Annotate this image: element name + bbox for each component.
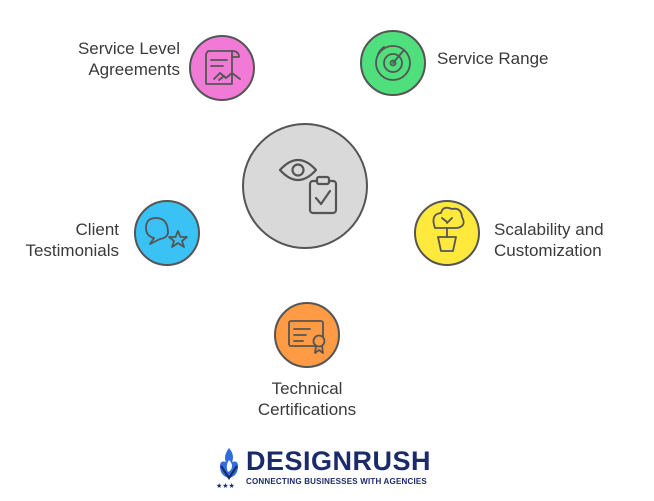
node-sla-label: Service Level Agreements	[38, 38, 180, 80]
label-line: Service Level	[77, 39, 180, 58]
node-testimonials-circle	[134, 200, 200, 266]
label-line: Testimonials	[25, 241, 119, 260]
label-line: Certifications	[257, 400, 357, 419]
label-line: Client	[75, 220, 119, 239]
brand-name: DESIGNRUSH	[246, 446, 432, 476]
certificate-icon	[288, 320, 326, 354]
label-line: Scalability and	[494, 220, 604, 239]
node-sla-circle	[189, 35, 255, 101]
label-line: Agreements	[88, 60, 180, 79]
chat-star-icon	[145, 217, 188, 248]
node-scalability-label: Scalability and Customization	[494, 219, 604, 261]
node-testimonials-label: Client Testimonials	[0, 219, 119, 261]
brand-footer: ★★★ DESIGNRUSH CONNECTING BUSINESSES WIT…	[214, 446, 432, 490]
designrush-flame-logo: ★★★	[216, 448, 238, 490]
label-line: Service Range	[437, 49, 549, 68]
label-line: Customization	[494, 241, 602, 260]
contract-handshake-icon	[205, 50, 241, 85]
label-line: Technical	[271, 379, 343, 398]
node-certifications-label: Technical Certifications	[227, 378, 387, 420]
node-range-label: Service Range	[437, 48, 549, 69]
eye-clipboard-icon	[278, 158, 338, 215]
center-hub	[242, 123, 368, 249]
radar-target-icon	[375, 45, 411, 81]
potted-tree-icon	[432, 206, 465, 252]
node-certifications-circle	[274, 302, 340, 368]
brand-tagline: CONNECTING BUSINESSES WITH AGENCIES	[246, 477, 427, 486]
svg-text:★★★: ★★★	[216, 482, 235, 490]
